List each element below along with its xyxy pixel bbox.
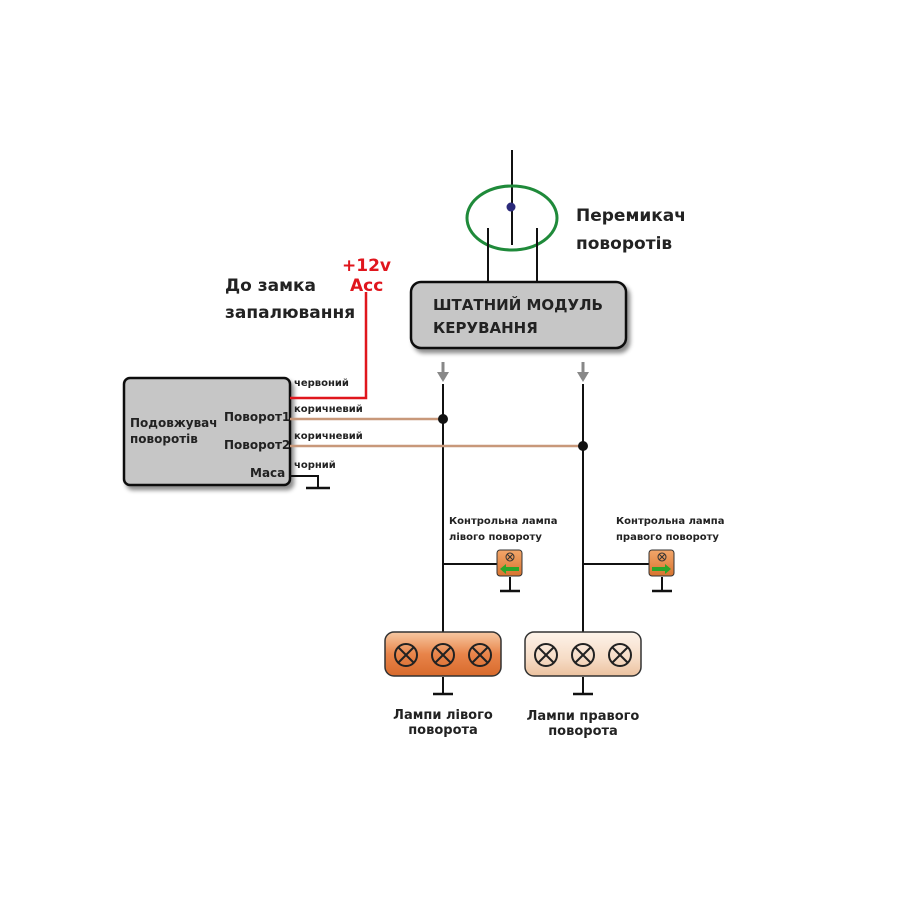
red-wire-label: червоний — [294, 378, 349, 389]
brown-wire-1-label: коричневий — [294, 404, 363, 415]
switch-label-line2: поворотів — [576, 234, 672, 254]
lamp-bulb-icon — [608, 643, 632, 667]
indicator-right-lamp — [648, 549, 675, 577]
switch-ring — [465, 184, 559, 252]
lamps-right-label-line2: поворота — [548, 724, 618, 739]
junction-left — [438, 414, 448, 424]
indicator-right-label-line2: правого повороту — [616, 532, 719, 543]
extender-title-line2: поворотів — [130, 432, 198, 446]
extender-pin-ground: Маса — [250, 466, 285, 480]
module-label-line1: ШТАТНИЙ МОДУЛЬ — [433, 295, 603, 314]
extender-title-line1: Подовжувач — [130, 416, 218, 430]
lamp-bulb-icon — [468, 643, 492, 667]
power-label-line1: +12v — [342, 256, 391, 276]
switch-pivot-dot — [506, 202, 516, 212]
lamp-bulb-icon — [394, 643, 418, 667]
power-label-line2: Acc — [350, 276, 383, 296]
indicator-left-lamp — [496, 549, 523, 577]
lamps-right-block — [524, 631, 642, 677]
turn-switch — [465, 150, 559, 282]
junction-right — [578, 441, 588, 451]
lamps-left-block — [384, 631, 502, 677]
lamps-left-label-line2: поворота — [408, 723, 478, 738]
indicator-right-label-line1: Контрольна лампа — [616, 516, 724, 527]
lamps-left-label-line1: Лампи лівого — [393, 708, 493, 723]
left-arrow-icon — [500, 564, 519, 574]
extender-pin-turn2: Поворот2 — [224, 438, 290, 452]
right-arrow-icon — [652, 564, 671, 574]
ignition-label-line1: До замка — [225, 276, 316, 296]
turn-extender: Подовжувач поворотів Поворот1 Поворот2 М… — [122, 376, 292, 487]
control-module: ШТАТНИЙ МОДУЛЬ КЕРУВАННЯ — [409, 280, 628, 350]
module-output-arrows — [437, 362, 589, 382]
lamp-bulb-icon — [571, 643, 595, 667]
extender-pin-turn1: Поворот1 — [224, 410, 290, 424]
turn-extender-box — [122, 376, 292, 487]
module-label-line2: КЕРУВАННЯ — [433, 319, 538, 337]
indicator-left-label-line2: лівого повороту — [449, 532, 542, 543]
black-wire — [290, 475, 319, 487]
lamp-bulb-icon — [431, 643, 455, 667]
switch-label-line1: Перемикач — [576, 206, 686, 226]
black-wire-label: чорний — [294, 460, 336, 471]
lamps-right-label-line1: Лампи правого — [527, 709, 640, 724]
lamp-bulb-icon — [534, 643, 558, 667]
arrow-down-right — [577, 372, 589, 382]
arrow-down-left — [437, 372, 449, 382]
control-module-box — [409, 280, 628, 350]
red-wire — [290, 292, 368, 400]
brown-wire-2-label: коричневий — [294, 431, 363, 442]
indicator-left-label-line1: Контрольна лампа — [449, 516, 557, 527]
ignition-label-line2: запалювання — [225, 303, 355, 323]
